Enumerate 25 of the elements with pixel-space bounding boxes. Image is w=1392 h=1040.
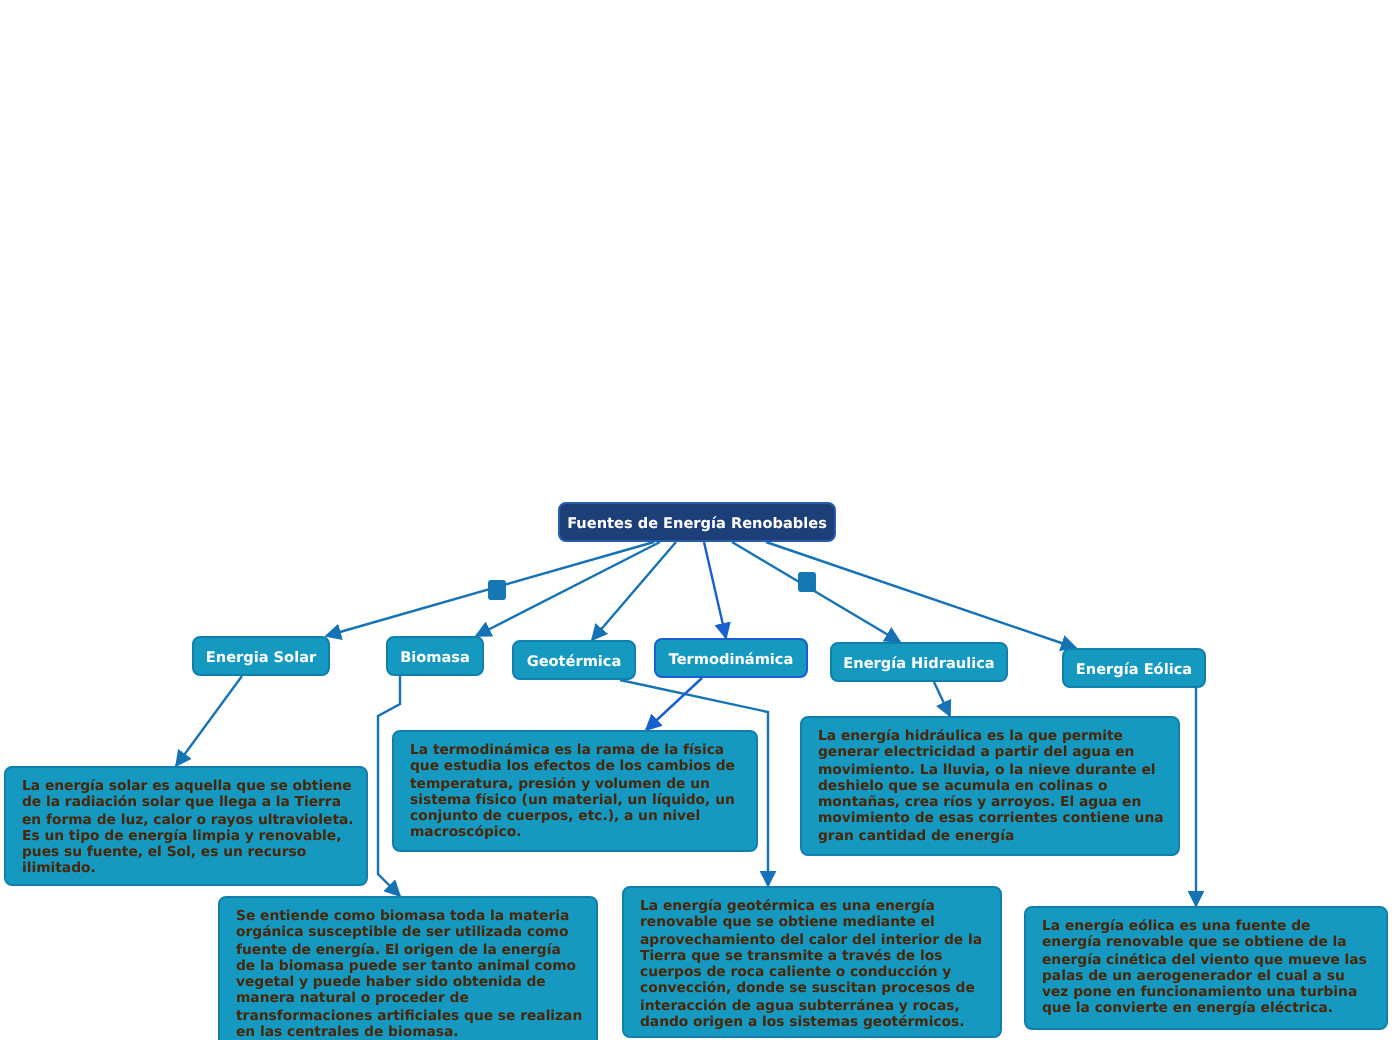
topic-box (830, 642, 1008, 682)
connector-arrow (1187, 688, 1205, 908)
description-box (218, 896, 598, 1040)
connector-arrow (376, 676, 402, 898)
connector-arrow (644, 677, 703, 732)
description-box (392, 730, 758, 852)
connector-arrow (619, 678, 777, 888)
description-box (4, 766, 368, 886)
description-box (800, 716, 1180, 856)
connector-arrow (474, 540, 661, 638)
connector-arrow (765, 540, 1078, 652)
topic-box (192, 636, 330, 676)
connector-arrow (731, 540, 902, 644)
topic-box (1062, 648, 1206, 688)
description-box (1024, 906, 1388, 1030)
description-box (622, 886, 1002, 1039)
connector-arrow (702, 541, 731, 640)
connector-arrow (932, 681, 952, 718)
topic-box (386, 636, 484, 676)
connector-arrow (590, 541, 677, 642)
connector-arrow (175, 675, 243, 768)
topic-box (654, 638, 808, 678)
connector-arrow (324, 540, 655, 640)
main-topic-box (558, 502, 836, 542)
topic-box (512, 640, 636, 680)
